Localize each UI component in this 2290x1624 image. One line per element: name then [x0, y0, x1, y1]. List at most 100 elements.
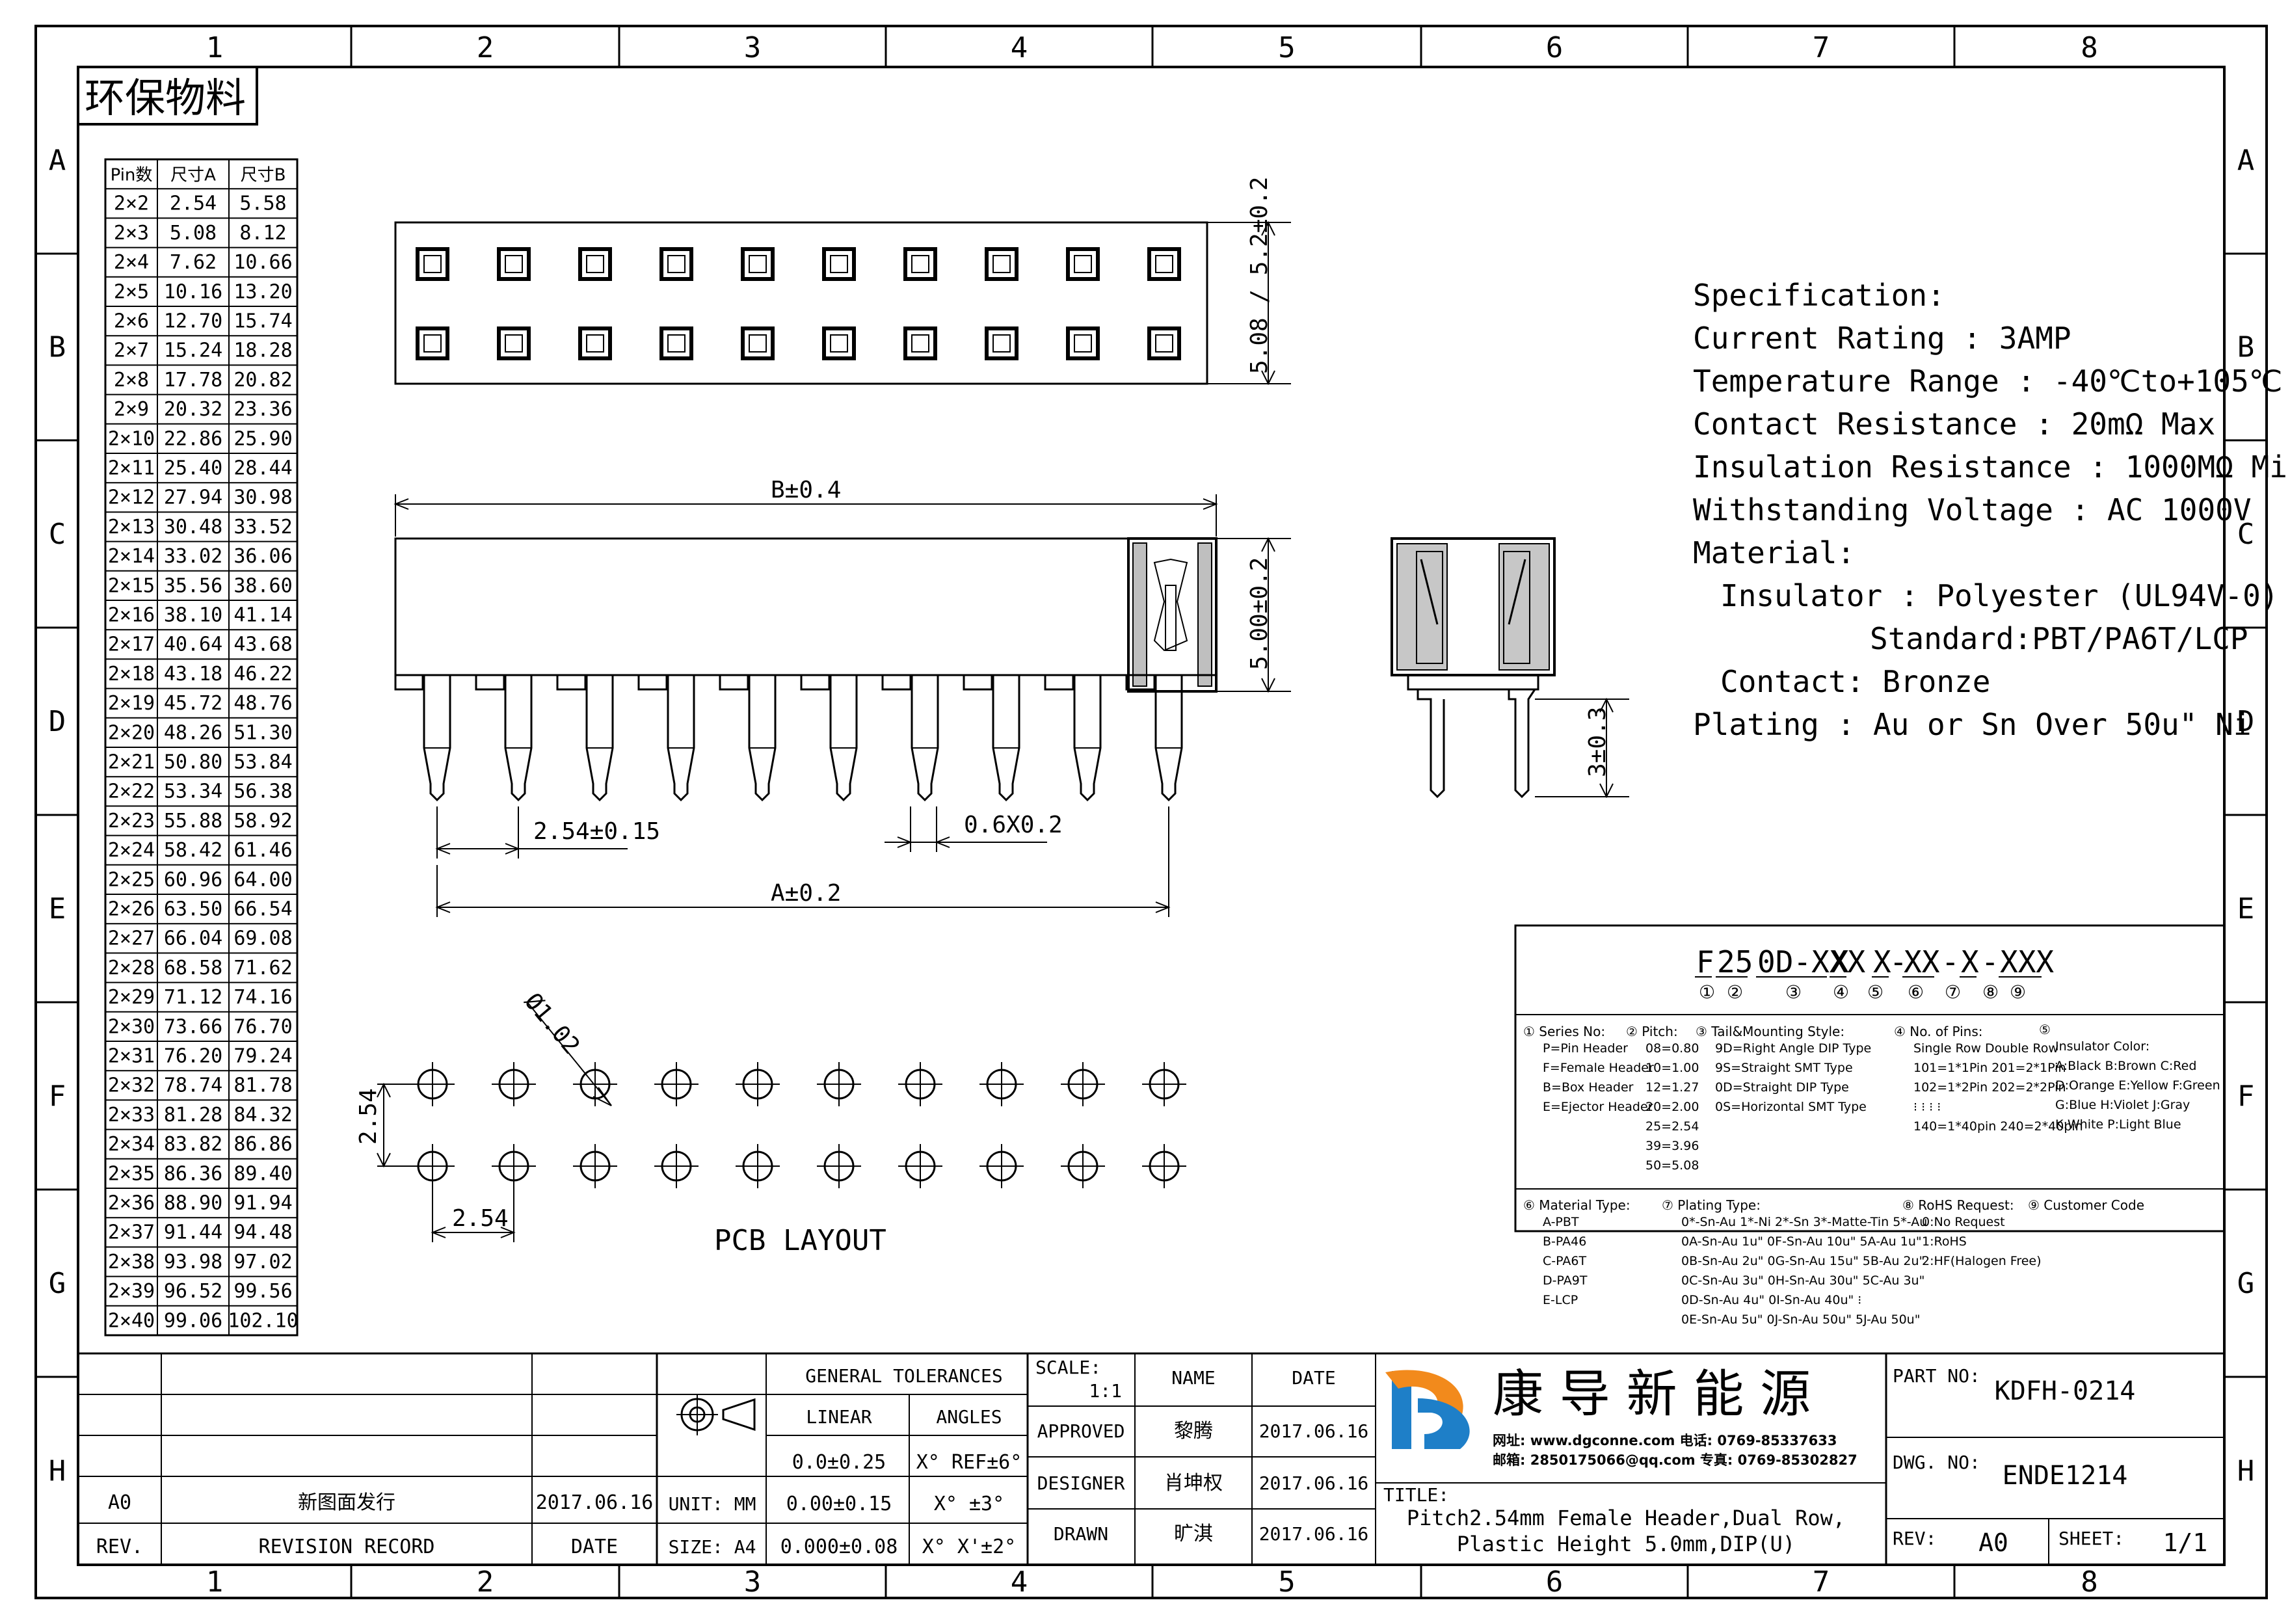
zone-col-bottom: 1	[206, 1565, 224, 1599]
title-label: TITLE:	[1383, 1484, 1449, 1506]
pin-table-cell: 38.10	[164, 604, 222, 627]
pin-table-cell: 10.16	[164, 280, 222, 303]
pin-table-cell: 5.58	[239, 193, 286, 215]
pin-table-cell: 2×27	[108, 927, 155, 950]
pin-table-cell: 22.86	[164, 427, 222, 450]
part-code-index: ⑨	[2010, 981, 2026, 1003]
name-header: NAME	[1171, 1367, 1215, 1389]
front-view: B±0.4 5.00±0.2 2.54±0.15 0.6X0.2 A±0.2	[393, 477, 1291, 917]
pin-table-cell: 55.88	[164, 810, 222, 832]
pin-table-cell: 2×26	[108, 898, 155, 921]
pin-table-cell: 2×30	[108, 1015, 155, 1038]
legend-line: 0E-Sn-Au 5u" 0J-Sn-Au 50u" 5J-Au 50u"	[1681, 1312, 1920, 1327]
pin-table-cell: 23.36	[233, 398, 292, 421]
pin-table-cell: 2×32	[108, 1074, 155, 1097]
legend-line: B-PA46	[1543, 1234, 1586, 1249]
legend-line: 9S=Straight SMT Type	[1715, 1061, 1853, 1075]
legend-title: ① Series No:	[1523, 1024, 1605, 1039]
top-view-body	[394, 221, 1208, 385]
pin-table-cell: 2×23	[108, 810, 155, 832]
pin-table-cell: 46.22	[233, 663, 292, 686]
pin-table-cell: 2×36	[108, 1192, 155, 1215]
part-code-index: ①	[1699, 981, 1715, 1003]
unit-label: UNIT: MM	[669, 1493, 756, 1515]
legend-line: 0S=Horizontal SMT Type	[1715, 1100, 1867, 1114]
legend-line: 101=1*1Pin 201=2*1Pin	[1913, 1061, 2066, 1075]
pin-table-cell: 10.66	[233, 251, 292, 274]
legend-line: A-PBT	[1543, 1215, 1579, 1229]
rev-value: A0	[108, 1491, 131, 1514]
pin-table-cell: 28.44	[233, 457, 292, 480]
legend-line: 0B-Sn-Au 2u" 0G-Sn-Au 15u" 5B-Au 2u"	[1681, 1254, 1924, 1268]
pin-table-cell: 2×5	[114, 280, 149, 303]
zone-markers	[36, 26, 2267, 1598]
zone-row-left: H	[49, 1455, 66, 1488]
pin-table-cell: 2×6	[114, 310, 149, 333]
legend-line: D:Orange E:Yellow F:Green	[2055, 1078, 2220, 1093]
pin-table-cell: 89.40	[233, 1162, 292, 1185]
pin-size-dimension: 0.6X0.2	[964, 812, 1063, 838]
pin-table-cell: 2.54	[170, 193, 217, 215]
zone-col-bottom: 7	[1813, 1565, 1830, 1599]
legend-line: 140=1*40pin 240=2*40pin	[1913, 1119, 2083, 1134]
rev-date-value: 2017.06.16	[536, 1491, 654, 1514]
zone-col-top: 1	[206, 31, 224, 64]
zone-col-top: 3	[744, 31, 762, 64]
scale-value: 1:1	[1089, 1380, 1122, 1402]
pin-table-cell: 2×39	[108, 1280, 155, 1303]
spec-line: Temperature Range : -40℃to+105℃	[1693, 364, 2282, 399]
part-code-index: ⑥	[1908, 981, 1924, 1003]
dwg-no-label: DWG. NO:	[1893, 1452, 1980, 1473]
pin-table-cell: 76.70	[233, 1015, 292, 1038]
legend-line: 0A-Sn-Au 1u" 0F-Sn-Au 10u" 5A-Au 1u"	[1681, 1234, 1922, 1249]
legend-line: 0*-Sn-Au 1*-Ni 2*-Sn 3*-Matte-Tin 5*-Au	[1681, 1215, 1927, 1229]
sign-date: 2017.06.16	[1259, 1523, 1369, 1545]
pin-table-cell: 36.06	[233, 545, 292, 568]
zone-col-bottom: 2	[477, 1565, 494, 1599]
outer-frame	[34, 25, 2268, 1599]
pin-table-cell: 8.12	[239, 222, 286, 245]
pin-table-cell: 76.20	[164, 1045, 222, 1068]
person-name: 肖坤权	[1164, 1472, 1223, 1495]
pin-table-cell: 68.58	[164, 957, 222, 979]
eco-label-box	[77, 66, 258, 126]
pin-table-cell: 43.68	[233, 633, 292, 656]
legend-line: A:Black B:Brown C:Red	[2055, 1059, 2196, 1073]
pin-table-cell: 93.98	[164, 1251, 222, 1273]
pin-table-cell: 2×4	[114, 251, 149, 274]
zone-row-right: E	[2237, 892, 2255, 925]
legend-title: ② Pitch:	[1626, 1024, 1678, 1039]
width-dimension: 5.08 / 5.2±0.2	[1246, 177, 1273, 374]
pin-table-cell: 15.74	[233, 310, 292, 333]
pin-table-cell: 2×18	[108, 663, 155, 686]
pin-table-cell: 99.06	[164, 1309, 222, 1332]
rev-label: REV:	[1893, 1528, 1936, 1549]
zone-col-bottom: 6	[1546, 1565, 1564, 1599]
pin-table-cell: 2×31	[108, 1045, 155, 1068]
sheet-label: SHEET:	[2058, 1528, 2124, 1549]
spec-line: Current Rating : 3AMP	[1693, 321, 2071, 356]
pin-table-cell: 2×13	[108, 516, 155, 539]
zone-col-bottom: 8	[2081, 1565, 2098, 1599]
pin-table-cell: 2×28	[108, 957, 155, 979]
top-view: 5.08 / 5.2±0.2	[394, 177, 1291, 386]
pcb-layout: Ø1.02 2.54 2.54 PCB LAYOUT	[355, 988, 1186, 1257]
zone-row-left: E	[49, 892, 66, 925]
zone-row-right: G	[2237, 1267, 2255, 1300]
zone-row-right: C	[2237, 518, 2255, 551]
legend-line: ⁝ ⁝ ⁝ ⁝	[1913, 1100, 1941, 1114]
pin-table-cell: 71.12	[164, 986, 222, 1009]
pcb-layout-title: PCB LAYOUT	[714, 1224, 886, 1257]
zone-col-top: 6	[1546, 31, 1564, 64]
pin-table-cell: 2×17	[108, 633, 155, 656]
zone-row-right: D	[2237, 705, 2255, 738]
part-code-segment: -	[1889, 944, 1908, 979]
logo-blue-mark	[1392, 1371, 1411, 1449]
part-no-label: PART NO:	[1893, 1365, 1980, 1387]
pin-table-cell: 30.48	[164, 516, 222, 539]
pin-table-cell: 2×10	[108, 427, 155, 450]
pin-table-cell: 2×25	[108, 868, 155, 891]
scale-label: SCALE:	[1035, 1357, 1101, 1378]
pin-table-cell: 88.90	[164, 1192, 222, 1215]
